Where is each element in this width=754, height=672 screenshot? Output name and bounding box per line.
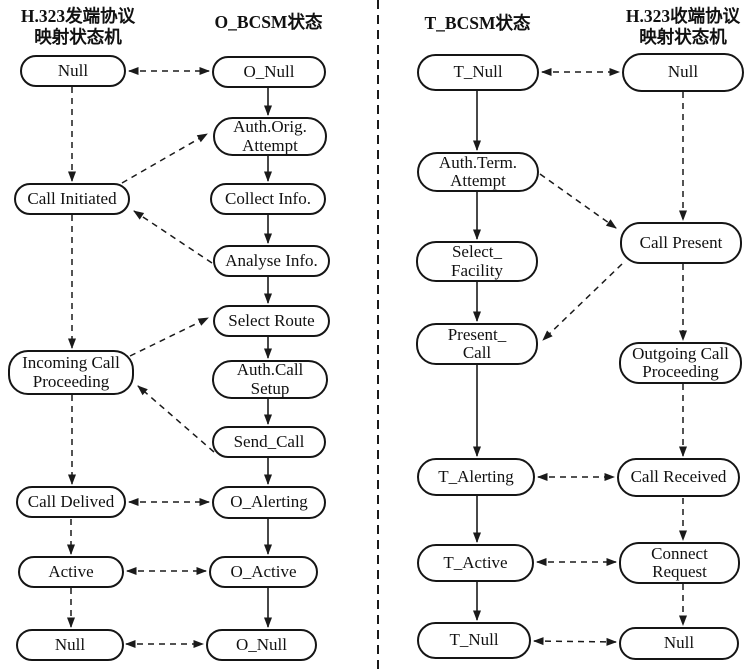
edge-call-initiated-to-auth-orig bbox=[121, 133, 208, 184]
state-h323t-outgoing-call-proceeding: Outgoing Call Proceeding bbox=[619, 342, 742, 384]
state-tbcsm-present-call: Present_ Call bbox=[416, 323, 538, 365]
state-h323t-call-received: Call Received bbox=[617, 458, 740, 497]
edge-auth-term-to-call-present bbox=[539, 173, 617, 229]
state-tbcsm-t-null-bottom: T_Null bbox=[417, 622, 531, 659]
state-obcsm-auth-call-setup: Auth.Call Setup bbox=[212, 360, 328, 399]
state-h323o-null-top: Null bbox=[20, 55, 126, 87]
state-h323o-call-initiated: Call Initiated bbox=[14, 183, 130, 215]
state-h323t-connect-request: Connect Request bbox=[619, 542, 740, 584]
edge-call-present-to-present-call bbox=[542, 263, 623, 341]
state-tbcsm-t-null-top: T_Null bbox=[417, 54, 539, 91]
state-tbcsm-t-alerting: T_Alerting bbox=[417, 458, 535, 496]
state-obcsm-o-alerting: O_Alerting bbox=[212, 486, 326, 519]
state-tbcsm-auth-term-attempt: Auth.Term. Attempt bbox=[417, 152, 539, 192]
edge-t-null-null-bottom bbox=[533, 637, 617, 646]
state-h323t-call-present: Call Present bbox=[620, 222, 742, 264]
state-h323o-null-bottom: Null bbox=[16, 629, 124, 661]
header-h323-terminating: H.323收端协议 映射状态机 bbox=[625, 6, 741, 47]
state-tbcsm-select-facility: Select_ Facility bbox=[416, 241, 538, 282]
edge-send-call-to-incoming bbox=[137, 385, 215, 453]
state-tbcsm-t-active: T_Active bbox=[417, 544, 534, 582]
state-h323o-incoming-call-proceeding: Incoming Call Proceeding bbox=[8, 350, 134, 395]
state-obcsm-o-null-top: O_Null bbox=[212, 56, 326, 88]
state-h323o-call-delived: Call Delived bbox=[16, 486, 126, 518]
edge-analyse-info-to-call-initiated bbox=[133, 210, 213, 264]
state-obcsm-collect-info: Collect Info. bbox=[210, 183, 326, 215]
state-h323o-active: Active bbox=[18, 556, 124, 588]
state-h323t-null-top: Null bbox=[622, 53, 744, 92]
edge-incoming-to-select-route bbox=[129, 317, 209, 357]
state-obcsm-o-active: O_Active bbox=[209, 556, 318, 588]
header-t-bcsm: T_BCSM状态 bbox=[424, 13, 531, 33]
header-o-bcsm: O_BCSM状态 bbox=[214, 12, 323, 32]
header-h323-originating: H.323发端协议 映射状态机 bbox=[20, 6, 136, 47]
state-obcsm-select-route: Select Route bbox=[213, 305, 330, 337]
state-obcsm-send-call: Send_Call bbox=[212, 426, 326, 458]
state-obcsm-analyse-info: Analyse Info. bbox=[213, 245, 330, 277]
state-obcsm-o-null-bottom: O_Null bbox=[206, 629, 317, 661]
state-obcsm-auth-orig-attempt: Auth.Orig. Attempt bbox=[213, 117, 327, 156]
state-h323t-null-bottom: Null bbox=[619, 627, 739, 660]
